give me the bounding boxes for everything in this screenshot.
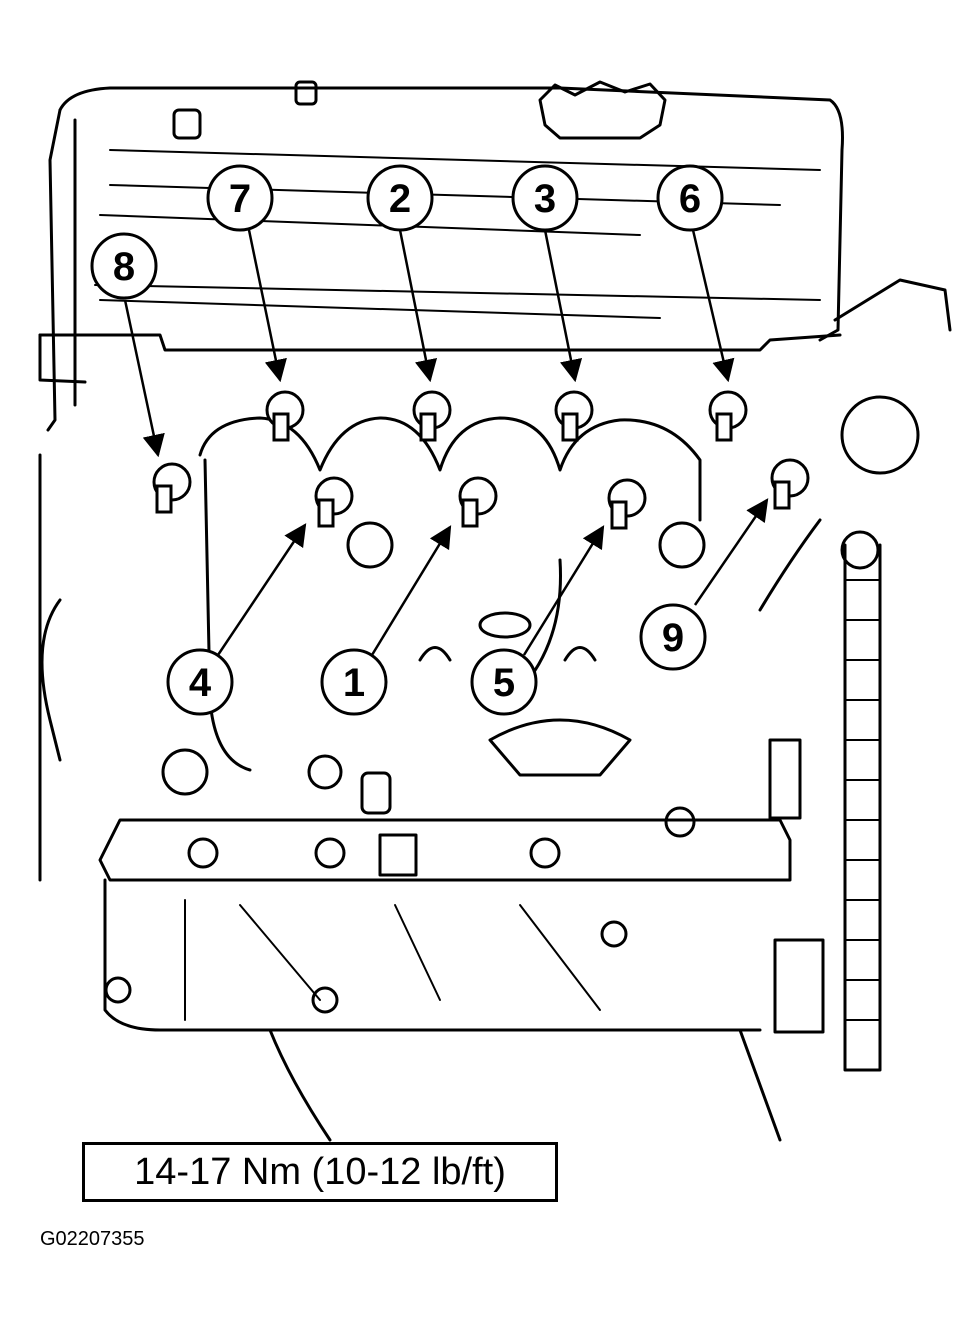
callout-6-label: 6 [679, 177, 701, 221]
callout-5-label: 5 [493, 661, 515, 705]
engine-outline [38, 80, 952, 1142]
bolt-9-icon [770, 458, 810, 510]
callout-2-label: 2 [389, 177, 411, 221]
torque-spec-label: 14-17 Nm (10-12 lb/ft) [134, 1150, 506, 1193]
callout-7: 7 [206, 164, 274, 232]
callout-2: 2 [366, 164, 434, 232]
bolt-8-icon [152, 462, 192, 514]
bolt-3-icon [554, 390, 594, 442]
callout-5: 5 [470, 648, 538, 716]
callout-4: 4 [166, 648, 234, 716]
bolt-7-icon [265, 390, 305, 442]
bolt-5-icon [607, 478, 647, 530]
callout-8-label: 8 [113, 245, 135, 289]
callout-1: 1 [320, 648, 388, 716]
callout-3: 3 [511, 164, 579, 232]
bolt-4-icon [314, 476, 354, 528]
bolt-6-icon [708, 390, 748, 442]
callout-8: 8 [90, 232, 158, 300]
callout-9-label: 9 [662, 616, 684, 660]
manifold-bolts [152, 390, 810, 530]
callout-6: 6 [656, 164, 724, 232]
callout-9: 9 [639, 603, 707, 671]
figure-id: G02207355 [40, 1228, 145, 1250]
callout-4-label: 4 [189, 661, 212, 705]
callout-7-label: 7 [229, 177, 251, 221]
leader-arrows [123, 229, 769, 656]
torque-spec-box: 14-17 Nm (10-12 lb/ft) [82, 1142, 558, 1202]
bolt-1-icon [458, 476, 498, 528]
callout-3-label: 3 [534, 177, 556, 221]
bolt-2-icon [412, 390, 452, 442]
callout-1-label: 1 [343, 661, 365, 705]
